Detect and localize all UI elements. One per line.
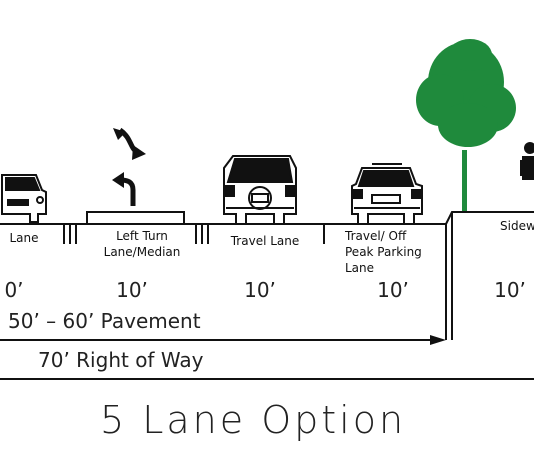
median-with-turn-arrows — [86, 127, 185, 225]
tree-illustration — [416, 39, 516, 212]
diagram-title: 5 Lane Option — [100, 398, 406, 442]
right-of-way-label: 70’ Right of Way — [38, 348, 204, 372]
lane-label-1: Lane — [9, 231, 38, 245]
pedestrian-icon — [520, 142, 534, 180]
suv-icon — [223, 155, 297, 225]
lane-label-4-line2: Peak Parking — [345, 245, 422, 259]
lane-label-5: Sidew — [500, 219, 534, 233]
car-left-icon — [1, 174, 47, 223]
lane-label-2-line1: Left Turn — [116, 229, 168, 243]
lane-width-3: 10’ — [244, 278, 276, 302]
lane-width-1: 0’ — [4, 278, 23, 302]
lane-label-2-line2: Lane/Median — [104, 245, 181, 259]
station-wagon-icon — [351, 163, 423, 225]
lane-width-2: 10’ — [116, 278, 148, 302]
road-surface — [0, 211, 534, 340]
lane-label-4-line1: Travel/ Off — [344, 229, 407, 243]
lane-width-4: 10’ — [377, 278, 409, 302]
lane-width-5: 10’ — [494, 278, 526, 302]
lane-label-4-line3: Lane — [345, 261, 374, 275]
lane-label-3: Travel Lane — [230, 234, 300, 248]
pavement-dimension-line — [0, 335, 446, 345]
pavement-label: 50’ – 60’ Pavement — [8, 309, 201, 333]
